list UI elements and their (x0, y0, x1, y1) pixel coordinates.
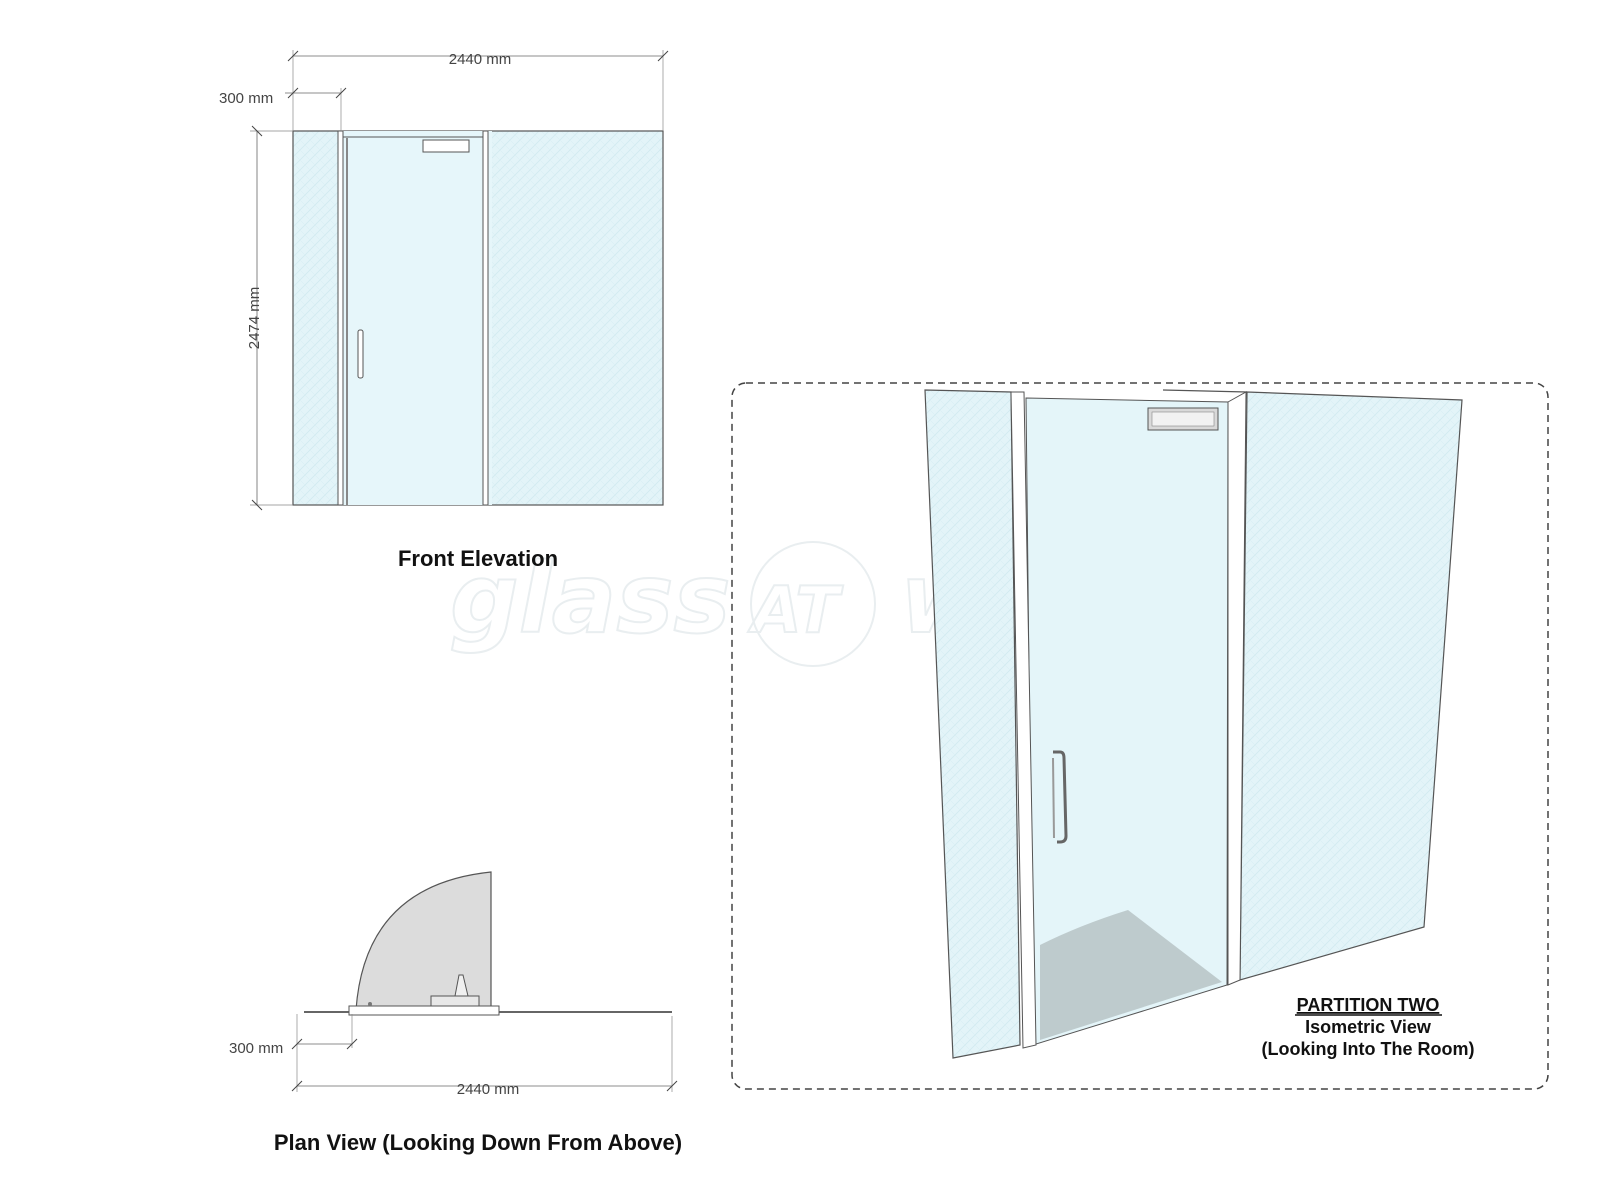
door-handle (357, 329, 364, 379)
front-elevation-left-post (337, 130, 344, 506)
plan-handle (454, 974, 469, 997)
iso-door-handle (1053, 750, 1068, 844)
isometric-frame (731, 382, 1549, 1090)
door-closer (422, 139, 470, 153)
watermark-middle: AT (747, 574, 843, 648)
plan-handle-base (430, 995, 480, 1007)
iso-note: (Looking Into The Room) (1262, 1039, 1475, 1059)
plan-width-label: 2440 mm (457, 1081, 520, 1098)
iso-title: PARTITION TWO (1297, 995, 1440, 1015)
watermark-left: glass (450, 543, 731, 655)
iso-side-panel (924, 389, 1021, 1059)
isometric-view: PARTITION TWO Isometric View (Looking In… (731, 382, 1549, 1090)
front-elevation-door-head (342, 131, 484, 138)
iso-right-panel (1239, 391, 1463, 981)
front-elevation-right-post (482, 130, 489, 506)
front-elevation-door-edge (346, 138, 348, 505)
plan-hinge (368, 1002, 372, 1006)
door-swing-arc (355, 871, 492, 1011)
iso-hinge-post (1010, 391, 1037, 1049)
iso-lock-post (1227, 391, 1247, 986)
plan-side-panel-label: 300 mm (229, 1040, 283, 1057)
watermark-circle (750, 541, 876, 667)
front-elevation-door-glass (341, 131, 492, 505)
elevation-side-panel-label: 300 mm (219, 90, 273, 107)
plan-view: 300 mm 2440 mm Plan View (Looking Down F… (229, 871, 682, 1155)
front-elevation: 2440 mm 300 mm 2474 mm Front Elevation (219, 50, 669, 571)
iso-subtitle: Isometric View (1305, 1017, 1432, 1037)
elevation-width-label: 2440 mm (449, 51, 512, 68)
plan-door-leaf (348, 1005, 500, 1016)
iso-floor-shadow (1040, 910, 1222, 1040)
plan-view-caption: Plan View (Looking Down From Above) (274, 1130, 682, 1155)
front-elevation-caption: Front Elevation (398, 546, 558, 571)
elevation-height-label: 2474 mm (246, 287, 263, 350)
